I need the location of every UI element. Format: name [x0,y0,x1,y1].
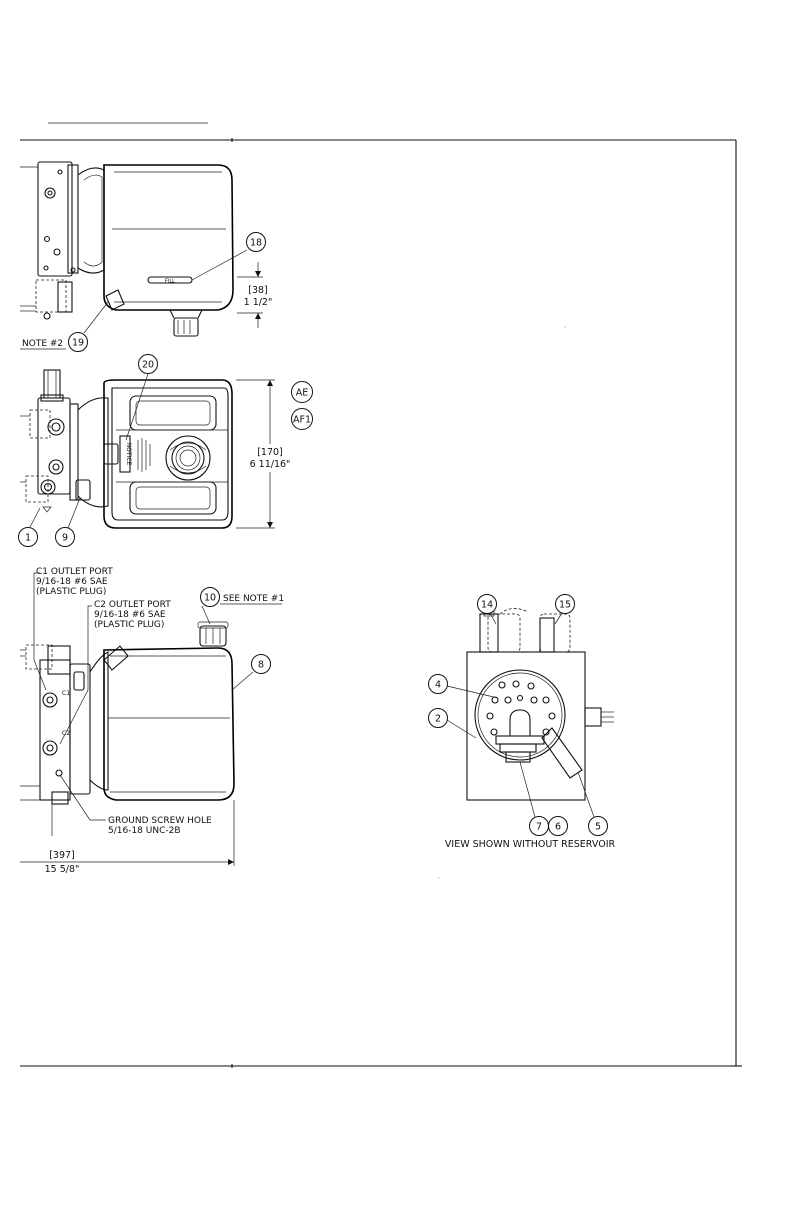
port-c2-stamp: C2 [62,730,70,737]
dim-170-mm: [170] [257,447,283,458]
dim-38-mm: [38] [248,285,268,296]
see-note-1-label: SEE NOTE #1 [223,594,284,604]
front-view: C1 OUTLET PORT 9/16-18 #6 SAE (PLASTIC P… [20,567,284,875]
c2-port-line1: C2 OUTLET PORT [94,600,171,610]
balloon-20-text: 20 [142,360,154,371]
balloon-8-text: 8 [258,660,264,671]
detail-view-without-reservoir: 14 15 4 2 7 6 5 VIEW SHOWN WITHOUT RESER… [429,595,616,851]
balloon-9-text: 9 [62,533,68,544]
balloon-10-text: 10 [204,593,216,604]
c1-port-line2: 9/16-18 #6 SAE [36,577,108,587]
top-side-view: FILL [38] 1 1/2" 18 NOTE #2 19 [20,162,272,352]
dim-38-in: 1 1/2" [244,297,273,308]
balloon-2-text: 2 [435,714,441,725]
balloon-4-text: 4 [435,680,441,691]
balloon-19-text: 19 [72,338,84,349]
ground-screw-line1: GROUND SCREW HOLE [108,816,212,826]
balloon-5-text: 5 [595,822,601,833]
sheet-border [20,123,742,1068]
balloon-1-text: 1 [25,533,31,544]
dim-170-in: 6 11/16" [250,459,291,470]
balloon-ae-text: AE [296,388,309,399]
view-caption: VIEW SHOWN WITHOUT RESERVOIR [445,839,616,850]
plan-view: NOTICE [170] 6 11/16" 20 1 9 AE AF1 [19,355,313,547]
ground-screw-line2: 5/16-18 UNC-2B [108,826,181,836]
balloon-14-text: 14 [481,600,493,611]
note-2-label: NOTE #2 [22,339,63,349]
balloon-18-text: 18 [250,238,262,249]
balloon-6-text: 6 [555,822,561,833]
fill-label: FILL [165,279,175,285]
c2-port-line2: 9/16-18 #6 SAE [94,610,166,620]
c2-port-line3: (PLASTIC PLUG) [94,620,164,630]
notice-title: NOTICE [125,443,132,466]
dim-397-mm: [397] [49,850,75,861]
c1-port-line1: C1 OUTLET PORT [36,567,113,577]
balloon-7-text: 7 [536,822,542,833]
balloon-15-text: 15 [559,600,571,611]
c1-port-line3: (PLASTIC PLUG) [36,587,106,597]
dim-397-in: 15 5/8" [45,864,80,875]
port-c1-stamp: C1 [62,690,70,697]
balloon-af1-text: AF1 [293,415,311,426]
